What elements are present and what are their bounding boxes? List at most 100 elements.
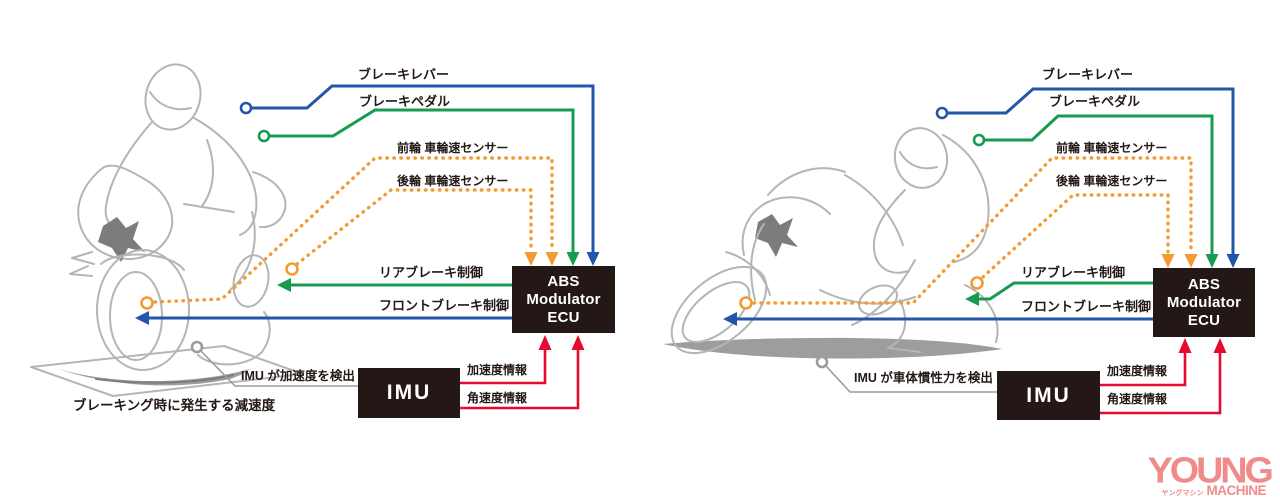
left-rear-sensor-node xyxy=(285,262,299,276)
left-front-sensor-node xyxy=(140,296,154,310)
right-rear-brake-wire xyxy=(979,281,1153,301)
left-ground-outline xyxy=(30,345,304,397)
label-angular-velocity-info-left: 角速度情報 xyxy=(467,391,528,405)
left-brake-lever-wire xyxy=(246,84,595,253)
abs-line2-left: Modulator xyxy=(526,290,601,308)
imu-label-left: IMU xyxy=(386,381,432,404)
right-rear-sensor-node xyxy=(970,276,984,290)
label-rear-brake-control-left: リアブレーキ制御 xyxy=(379,265,484,280)
label-front-sensor-right: 前輪 車輪速センサー xyxy=(1056,141,1168,155)
right-front-rim xyxy=(681,281,751,343)
right-front-sensor-wire xyxy=(752,156,1193,305)
abs-line3-right: ECU xyxy=(1187,311,1221,329)
label-brake-lever-right: ブレーキレバー xyxy=(1042,67,1134,82)
right-red-arrow-1 xyxy=(1178,338,1192,353)
right-front-wheel xyxy=(670,265,768,355)
right-rider-knee xyxy=(851,259,916,326)
right-imu-note-line xyxy=(825,365,997,393)
abs-line1-right: ABS xyxy=(1187,275,1221,293)
imu-label-right: IMU xyxy=(1026,383,1071,407)
abs-line2-right: Modulator xyxy=(1166,293,1242,311)
left-front-wheel xyxy=(96,249,190,371)
left-tail-cowl xyxy=(252,171,287,229)
left-ground-shadow xyxy=(58,369,250,386)
label-acceleration-info-left: 加速度情報 xyxy=(467,363,528,377)
left-brake-pedal-wire xyxy=(264,108,575,253)
label-rear-sensor-right: 後輪 車輪速センサー xyxy=(1056,174,1168,188)
label-brake-lever-left: ブレーキレバー xyxy=(358,67,450,82)
imu-box-right: IMU xyxy=(997,371,1100,420)
right-rear-wheel xyxy=(964,284,999,343)
left-rear-wheel xyxy=(197,311,271,366)
right-orange-front-arrow xyxy=(1184,254,1198,268)
left-red-arrow-1 xyxy=(538,335,552,350)
left-rider-helmet xyxy=(144,63,202,131)
right-orange-rear-arrow xyxy=(1161,254,1175,268)
right-accel-wire xyxy=(1100,353,1187,387)
right-green-down-arrow xyxy=(1205,254,1219,268)
left-front-cowl xyxy=(77,164,174,261)
label-brake-pedal-left: ブレーキペダル xyxy=(359,94,451,109)
right-blue-down-arrow xyxy=(1226,254,1240,268)
label-imu-note-left: IMU が加速度を検出 xyxy=(241,369,355,383)
left-rider-back xyxy=(193,117,258,236)
right-front-sensor-node xyxy=(739,296,753,310)
right-rider-arm xyxy=(872,189,909,274)
right-red-arrow-2 xyxy=(1213,338,1227,353)
logo-bottom-row: ヤングマシン MACHINE xyxy=(1150,483,1267,498)
left-green-down-arrow xyxy=(566,252,580,266)
left-rider-forearm xyxy=(201,139,214,207)
left-rear-sensor-wire xyxy=(295,188,533,266)
left-gyro-wire xyxy=(460,350,580,410)
left-blue-left-arrow xyxy=(135,311,149,325)
label-angular-velocity-info-right: 角速度情報 xyxy=(1107,392,1168,406)
left-front-fender xyxy=(100,253,185,271)
left-skid-line xyxy=(95,374,234,384)
right-tank-line xyxy=(844,174,904,246)
left-leg-gap xyxy=(232,254,270,308)
left-imu-note-line xyxy=(200,350,358,387)
left-wires xyxy=(135,84,600,410)
right-rear-sensor-wire xyxy=(981,193,1170,279)
right-nose-cowl xyxy=(741,196,831,256)
left-orange-rear-arrow xyxy=(524,252,538,266)
left-brake-lever-node xyxy=(239,101,253,115)
left-orange-front-arrow xyxy=(545,252,559,266)
left-brake-pedal-node xyxy=(257,129,271,143)
right-front-fender xyxy=(725,251,771,296)
right-green-left-arrow xyxy=(965,292,979,306)
right-blue-left-arrow xyxy=(723,312,737,326)
left-front-rim xyxy=(109,271,163,361)
left-rider-leg xyxy=(229,211,256,291)
right-rider-helmet xyxy=(893,127,949,189)
logo-young-text: YOUNG xyxy=(1147,450,1274,491)
label-front-brake-control-right: フロントブレーキ制御 xyxy=(1021,299,1152,314)
left-blue-down-arrow xyxy=(586,252,600,266)
right-leg-gap xyxy=(858,284,898,316)
left-mirror-spike xyxy=(71,251,95,265)
label-imu-note-right: IMU が車体慣性力を検出 xyxy=(854,371,993,385)
abs-modulator-ecu-box-right: ABS Modulator ECU xyxy=(1153,268,1255,337)
right-fairing-lower xyxy=(750,223,765,301)
abs-line1-left: ABS xyxy=(547,272,580,290)
left-imu-node xyxy=(190,340,204,354)
label-rear-brake-control-right: リアブレーキ制御 xyxy=(1021,265,1126,280)
imu-box-left: IMU xyxy=(358,368,460,418)
right-rider-back xyxy=(942,134,990,263)
label-caption-left: ブレーキング時に発生する減速度 xyxy=(73,398,276,413)
label-acceleration-info-right: 加速度情報 xyxy=(1107,364,1168,378)
abs-modulator-ecu-box-left: ABS Modulator ECU xyxy=(512,266,615,333)
logo-katakana-text: ヤングマシン xyxy=(1161,490,1204,497)
abs-line3-left: ECU xyxy=(547,308,580,326)
right-brake-pedal-wire xyxy=(979,114,1214,254)
young-machine-logo: YOUNG ヤングマシン MACHINE xyxy=(1147,450,1274,498)
right-brake-lever-wire xyxy=(942,87,1235,254)
label-rear-sensor-left: 後輪 車輪速センサー xyxy=(397,174,509,188)
right-brake-pedal-node xyxy=(972,133,986,147)
left-front-sensor-wire xyxy=(153,156,554,304)
left-lever-spike xyxy=(69,265,93,277)
label-front-sensor-left: 前輪 車輪速センサー xyxy=(397,141,509,155)
left-motorcycle-sketch xyxy=(30,63,304,397)
right-helmet-visor xyxy=(899,151,938,170)
